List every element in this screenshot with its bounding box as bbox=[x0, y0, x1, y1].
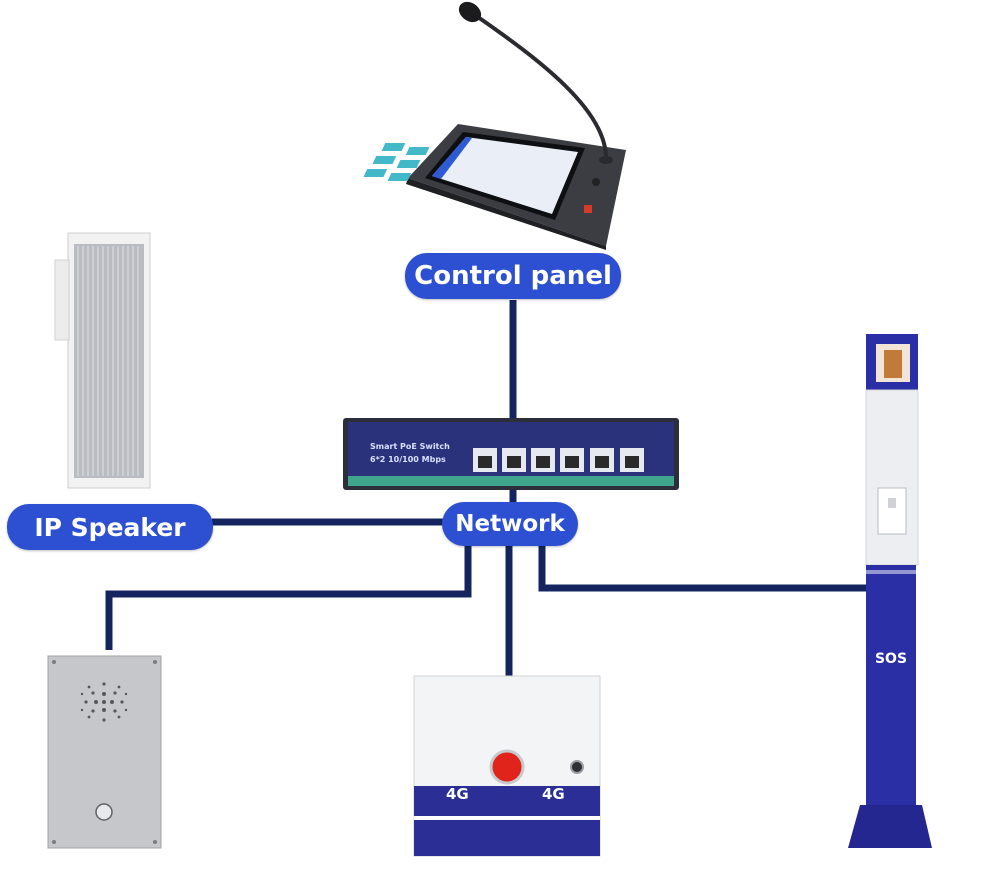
poe-switch-device: Smart PoE Switch 6*2 10/100 Mbps bbox=[343, 418, 679, 490]
network-cables bbox=[105, 300, 867, 676]
intercom-panel-device bbox=[47, 655, 162, 849]
microphone-head bbox=[458, 1, 482, 23]
cable-intercom-panel bbox=[105, 545, 472, 650]
speaker-grille bbox=[80, 682, 128, 722]
alarm-box-4g-right: 4G bbox=[542, 785, 565, 803]
control-panel-device bbox=[363, 1, 626, 250]
call-button-icon bbox=[95, 803, 113, 821]
switch-subtitle: 6*2 10/100 Mbps bbox=[370, 455, 446, 464]
key-lock-icon bbox=[570, 760, 584, 774]
cable-sos-pillar bbox=[538, 545, 867, 592]
ip-speaker-label: IP Speaker bbox=[7, 504, 213, 550]
ip-speaker-device bbox=[54, 232, 151, 489]
switch-ports bbox=[473, 448, 644, 472]
control-panel-label: Control panel bbox=[405, 253, 621, 299]
alarm-box-4g-left: 4G bbox=[446, 785, 469, 803]
sos-pillar-device: SOS bbox=[848, 334, 932, 848]
switch-title: Smart PoE Switch bbox=[370, 442, 450, 451]
network-label: Network bbox=[442, 502, 578, 546]
alarm-box-device: 4G 4G bbox=[413, 675, 601, 857]
alarm-button-icon bbox=[489, 749, 525, 785]
sos-label: SOS bbox=[875, 651, 907, 667]
